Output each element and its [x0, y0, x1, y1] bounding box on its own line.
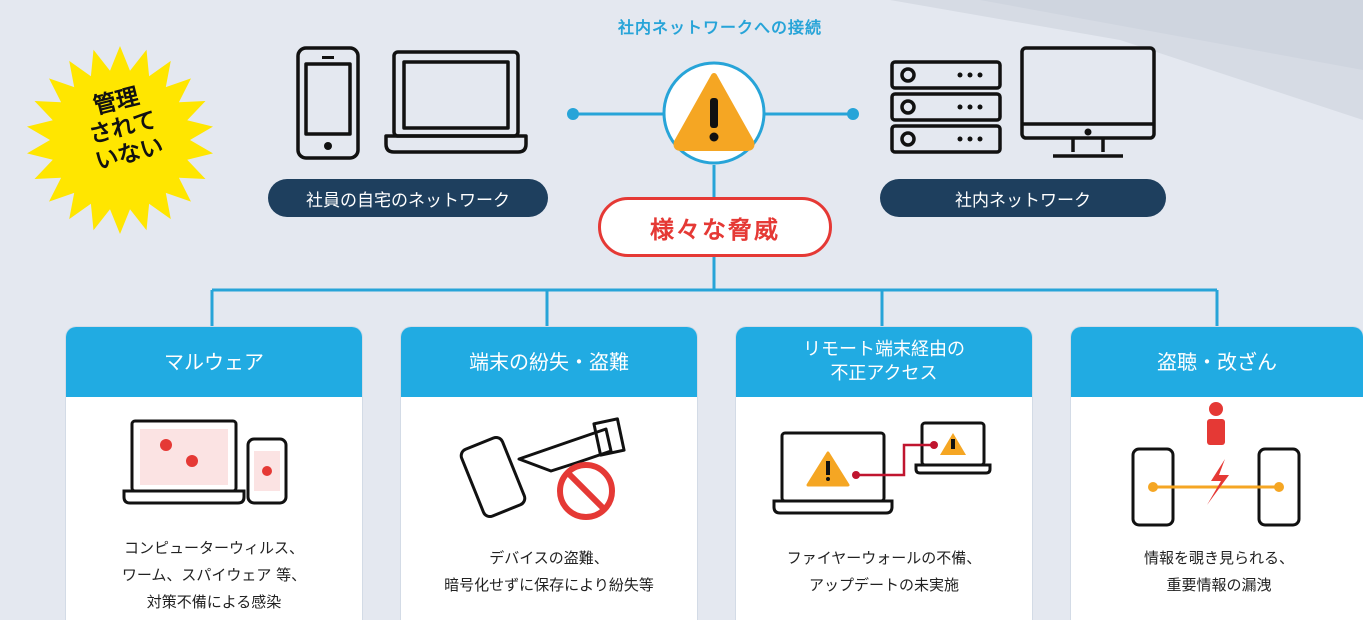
threat-card-remote-access: リモート端末経由の不正アクセス ファイヤーウォールの不備、アップデートの未実施: [736, 327, 1032, 620]
threat-card-malware: マルウェア コンピューターウィルス、ワーム、スパイウェア 等、対策不備による感染: [66, 327, 362, 620]
stolen-phone-icon: [459, 417, 626, 520]
threat-card-eavesdropping: 盗聴・改ざん 情報を覗き見られる、重要情報の漏洩: [1071, 327, 1363, 620]
malware-devices-icon: [122, 419, 288, 505]
card-description: コンピューターウィルス、ワーム、スパイウェア 等、対策不備による感染: [121, 539, 307, 611]
starburst-shape: [27, 46, 213, 234]
starburst-badge: [27, 46, 213, 234]
card-title: リモート端末経由の不正アクセス: [736, 327, 1032, 397]
background-laptop-graphic: [890, 0, 1363, 120]
home-network-label: 社員の自宅のネットワーク: [268, 179, 548, 217]
remote-access-icon: [772, 421, 992, 515]
home-devices-icon: [296, 46, 528, 160]
eavesdropping-icon: [1131, 402, 1301, 527]
page-title: 社内ネットワークへの接続: [617, 18, 822, 37]
threats-badge: 様々な脅威: [598, 197, 832, 257]
card-title: 盗聴・改ざん: [1071, 327, 1363, 397]
threat-card-loss-theft: 端末の紛失・盗難 デバイスの盗難、暗号化せずに保存により紛失等: [401, 327, 697, 620]
card-description: ファイヤーウォールの不備、アップデートの未実施: [786, 549, 982, 594]
warning-icon: [662, 61, 766, 165]
card-title: 端末の紛失・盗難: [401, 327, 697, 397]
office-servers-icon: [890, 46, 1156, 158]
card-title: マルウェア: [66, 327, 362, 397]
card-description: 情報を覗き見られる、重要情報の漏洩: [1143, 549, 1294, 594]
office-network-label: 社内ネットワーク: [880, 179, 1166, 217]
card-description: デバイスの盗難、暗号化せずに保存により紛失等: [444, 549, 654, 594]
